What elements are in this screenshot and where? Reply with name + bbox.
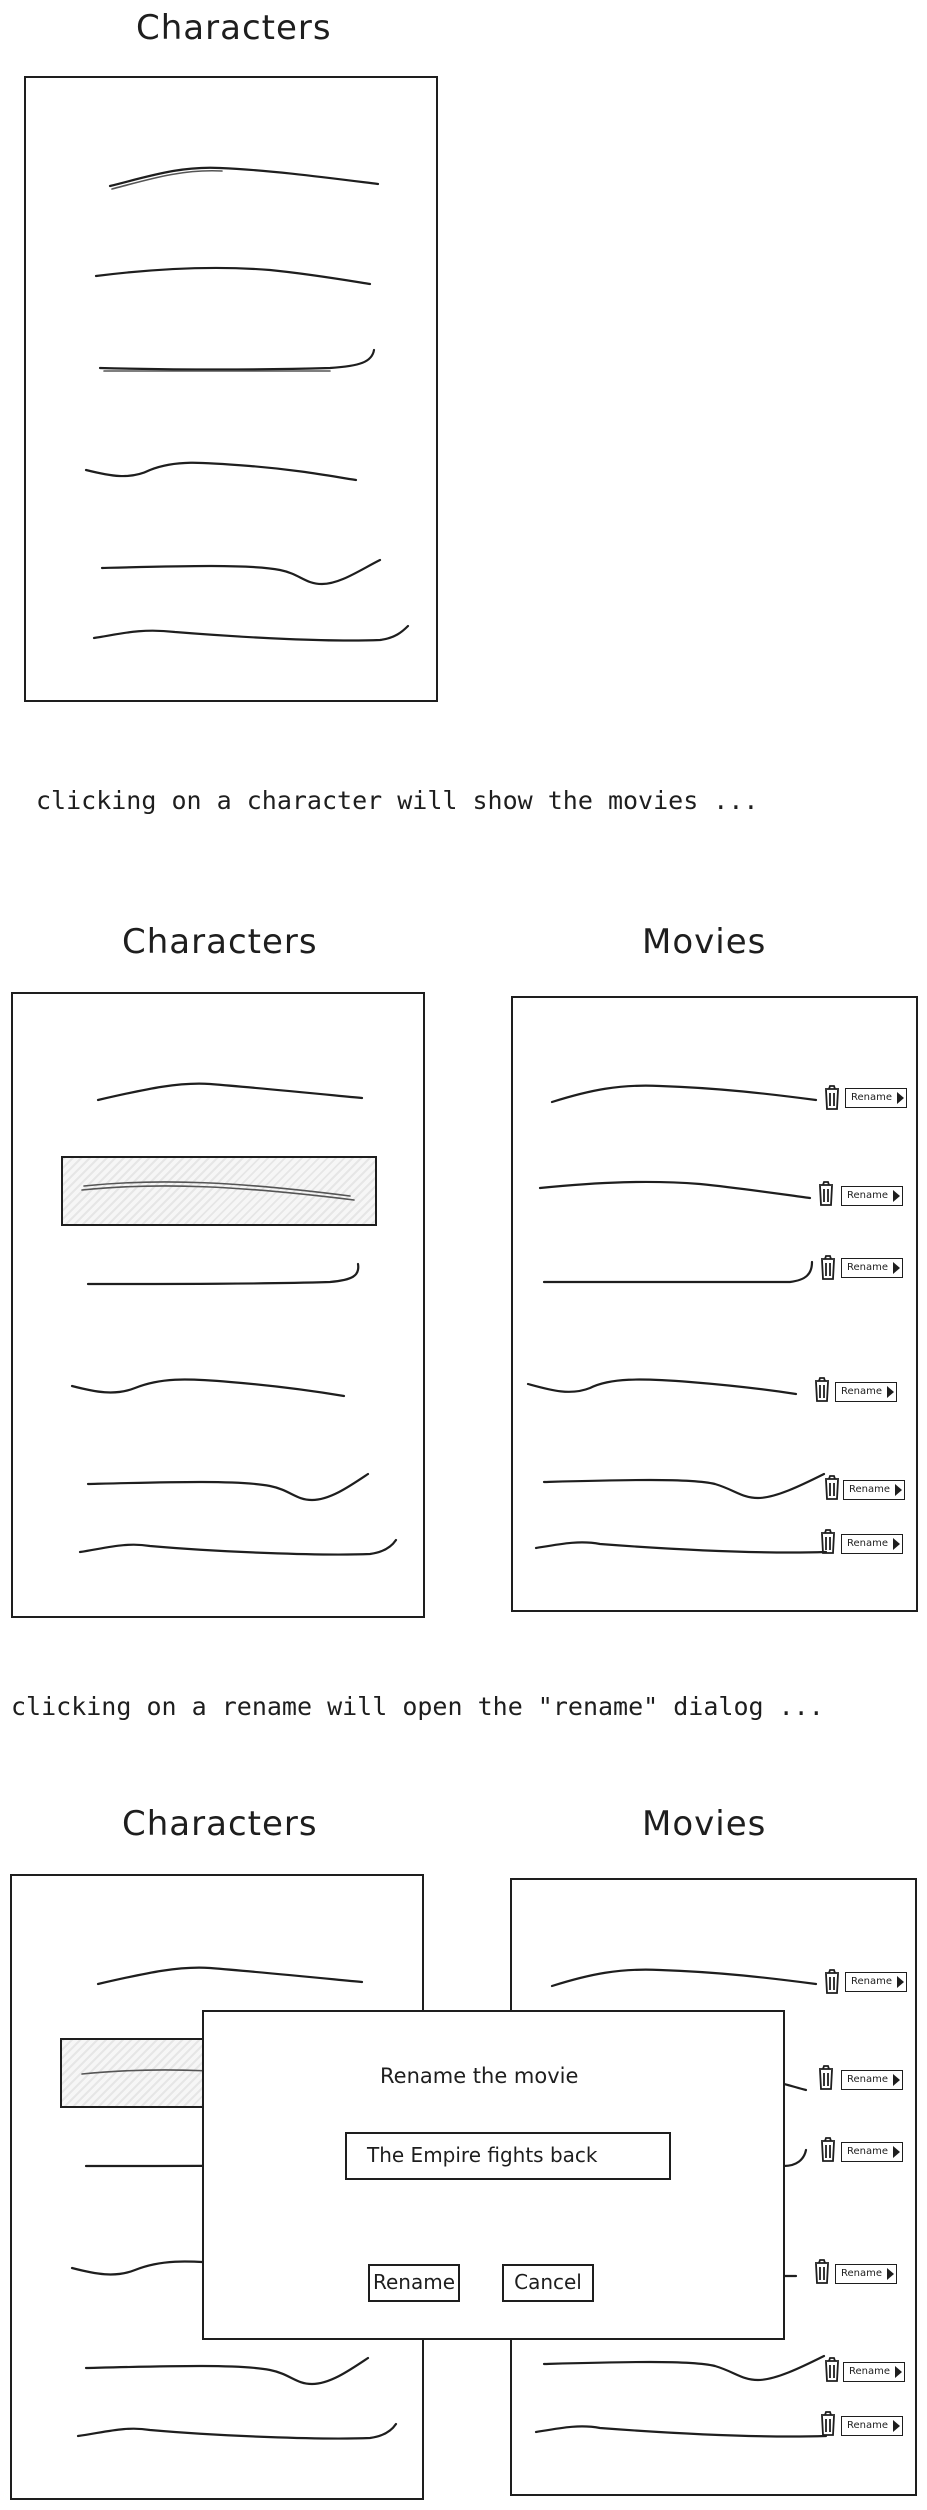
movie-item bbox=[542, 1472, 826, 1500]
characters-title-1: Characters bbox=[136, 8, 332, 48]
selected-character-item[interactable] bbox=[61, 1156, 377, 1226]
movie-item bbox=[538, 1180, 812, 1200]
movies-panel-2 bbox=[511, 996, 918, 1612]
movie-item bbox=[534, 1541, 828, 1554]
rename-button[interactable]: Rename bbox=[841, 1258, 903, 1278]
trash-icon[interactable] bbox=[819, 1254, 837, 1280]
movies-title-2: Movies bbox=[642, 922, 767, 962]
rename-button[interactable]: Rename bbox=[845, 1088, 907, 1108]
character-item bbox=[84, 461, 358, 482]
rename-button[interactable]: Rename bbox=[843, 1480, 905, 1500]
character-item bbox=[86, 1262, 360, 1286]
rename-button[interactable]: Rename bbox=[841, 1534, 903, 1554]
character-item bbox=[86, 1472, 370, 1502]
movies-title-3: Movies bbox=[642, 1804, 767, 1844]
character-item bbox=[98, 348, 376, 371]
caption-2: clicking on a rename will open the "rena… bbox=[11, 1692, 824, 1721]
rename-button[interactable]: Rename bbox=[841, 2142, 903, 2162]
trash-icon[interactable] bbox=[813, 1376, 831, 1402]
trash-icon[interactable] bbox=[817, 1180, 835, 1206]
movie-item bbox=[782, 2148, 808, 2168]
characters-panel-2 bbox=[11, 992, 425, 1618]
rename-dialog: Rename the movie The Empire fights back … bbox=[202, 2010, 785, 2340]
character-item bbox=[76, 2422, 398, 2440]
rename-button[interactable]: Rename bbox=[841, 1186, 903, 1206]
characters-title-2: Characters bbox=[122, 922, 318, 962]
character-item bbox=[108, 166, 380, 188]
rename-button[interactable]: Rename bbox=[835, 2264, 897, 2284]
character-item bbox=[70, 1378, 346, 1398]
movie-item bbox=[550, 1084, 818, 1104]
trash-icon[interactable] bbox=[819, 2410, 837, 2436]
movie-item bbox=[534, 2425, 828, 2438]
trash-icon[interactable] bbox=[823, 1474, 841, 1500]
dialog-rename-button[interactable]: Rename bbox=[368, 2264, 460, 2302]
movie-item bbox=[782, 2082, 808, 2092]
rename-button[interactable]: Rename bbox=[845, 1972, 907, 1992]
trash-icon[interactable] bbox=[823, 2356, 841, 2382]
dialog-title: Rename the movie bbox=[380, 2064, 579, 2088]
movie-item bbox=[542, 1260, 814, 1284]
characters-title-3: Characters bbox=[122, 1804, 318, 1844]
rename-button[interactable]: Rename bbox=[843, 2362, 905, 2382]
dialog-cancel-button[interactable]: Cancel bbox=[502, 2264, 594, 2302]
trash-icon[interactable] bbox=[817, 2064, 835, 2090]
character-item bbox=[94, 266, 372, 286]
characters-panel-1 bbox=[24, 76, 438, 702]
trash-icon[interactable] bbox=[823, 1968, 841, 1994]
character-item bbox=[70, 2260, 232, 2276]
character-item bbox=[96, 1082, 364, 1102]
character-item bbox=[84, 2356, 370, 2386]
trash-icon[interactable] bbox=[819, 2136, 837, 2162]
rename-button[interactable]: Rename bbox=[841, 2416, 903, 2436]
movie-item bbox=[542, 2354, 826, 2382]
movie-item bbox=[550, 1968, 818, 1988]
movie-item bbox=[526, 1378, 798, 1396]
character-item-selected bbox=[81, 1185, 355, 1201]
caption-1: clicking on a character will show the mo… bbox=[36, 786, 759, 815]
trash-icon[interactable] bbox=[823, 1084, 841, 1110]
character-item bbox=[92, 624, 410, 642]
trash-icon[interactable] bbox=[819, 1528, 837, 1554]
rename-button[interactable]: Rename bbox=[841, 2070, 903, 2090]
movie-name-input[interactable]: The Empire fights back bbox=[345, 2132, 671, 2180]
rename-button[interactable]: Rename bbox=[835, 1382, 897, 1402]
character-item bbox=[100, 558, 382, 586]
character-item bbox=[96, 1966, 364, 1986]
trash-icon[interactable] bbox=[813, 2258, 831, 2284]
character-item bbox=[78, 1538, 398, 1556]
